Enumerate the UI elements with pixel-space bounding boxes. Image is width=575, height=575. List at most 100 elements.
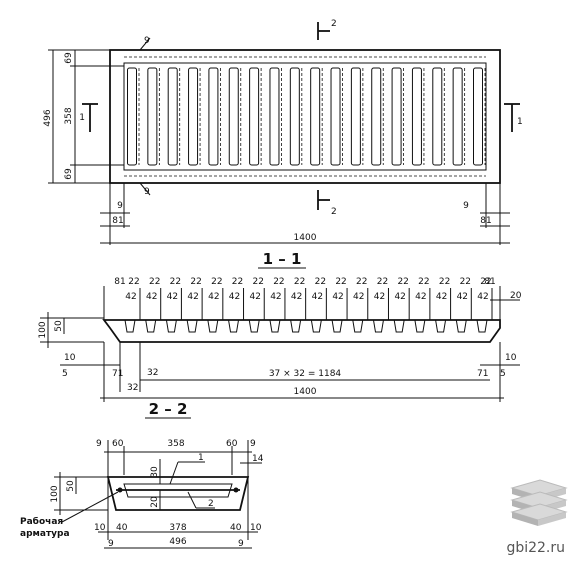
section-1-body (102, 319, 501, 343)
plan-bottom-notch-label: 9 (144, 187, 150, 197)
s1-bottom-left: 10 (64, 353, 76, 363)
s2-bottom-10-left: 10 (94, 523, 106, 533)
s2-callout-2: 2 (208, 499, 214, 509)
plan-slots (127, 67, 486, 166)
section-1-slot-label: 42 (457, 292, 468, 302)
section-1-tooth (331, 319, 343, 333)
section-1-rib-label: 22 (397, 277, 408, 287)
section-1-tooth (248, 319, 260, 333)
section-1-rib-label: 22 (149, 277, 160, 287)
section-1-tooth (476, 319, 488, 333)
plan-slot (330, 67, 341, 166)
plan-slot (289, 67, 300, 166)
s2-mid-30: 30 (150, 466, 160, 478)
plan-length-label: 1400 (294, 233, 317, 243)
plan-gap-right-label: 9 (463, 201, 469, 211)
s1-height-total: 100 (38, 321, 48, 338)
plan-inner-frame (123, 62, 487, 171)
section-1-tooth (434, 319, 447, 333)
section-1-tooth (227, 319, 240, 333)
s2-right-14: 14 (252, 454, 264, 464)
section-1-rib-label: 22 (128, 277, 139, 287)
section-1-slot-label: 42 (291, 292, 302, 302)
section-1-left-label: 1 (79, 113, 85, 123)
plan-top-notch-label: 9 (144, 36, 150, 46)
section-1-slot-label: 42 (250, 292, 261, 302)
section-1-tooth (310, 319, 322, 333)
plan-middle-label: 358 (64, 107, 74, 124)
s1-overall: 1400 (294, 387, 317, 397)
s1-right-top: 20 (510, 291, 522, 301)
section-1-rib-label: 22 (294, 277, 305, 287)
section-1-title: 1 – 1 (263, 250, 302, 268)
section-1-slot-label: 42 (125, 292, 136, 302)
section-1-slot-label: 42 (374, 292, 385, 302)
s1-formula: 37 × 32 = 1184 (269, 369, 342, 379)
plan-view: 496 69 358 69 1 1 2 2 9 9 9 9 81 8 (43, 19, 523, 245)
s1-foot-left-a: 5 (62, 369, 68, 379)
plan-slot (391, 67, 402, 166)
s1-foot-left-b: 71 (112, 369, 123, 379)
section-1-tooth (124, 319, 136, 333)
section-1-rib-label: 22 (315, 277, 326, 287)
s2-overall-496: 496 (169, 537, 186, 547)
section-1-slot-label: 42 (146, 292, 157, 302)
section-1-slot-label: 42 (270, 292, 281, 302)
section-1-rib-label: 22 (190, 277, 201, 287)
s2-note-line1: Рабочая (20, 516, 63, 527)
section-1-rib-label: 22 (377, 277, 388, 287)
section-1-tooth (290, 319, 302, 333)
plan-gap-left-label: 9 (117, 201, 123, 211)
plan-end-left-label: 81 (112, 216, 123, 226)
section-1-slot-label: 42 (477, 292, 488, 302)
plan-end-right-label: 81 (480, 216, 491, 226)
plan-slot (350, 67, 361, 166)
section-2-top-label: 2 (331, 19, 337, 29)
s1-foot-right-b: 5 (500, 369, 506, 379)
s1-foot-right-a: 71 (477, 369, 488, 379)
plan-width-label: 496 (43, 109, 53, 126)
section-1-1: 1 – 1 2242224222422242224222422242224222… (38, 250, 522, 402)
section-2-title: 2 – 2 (149, 400, 188, 418)
section-2-2: 2 – 2 9 60 358 60 9 14 30 20 1 2 (20, 400, 264, 549)
s2-note-line2: арматура (20, 529, 70, 539)
s1-end-right: 81 (484, 277, 495, 287)
section-1-tooth (455, 319, 467, 333)
s2-top-60-right: 60 (226, 439, 238, 449)
s1-height-slot: 50 (54, 320, 64, 332)
section-1-rib-label: 22 (273, 277, 284, 287)
plan-slot (249, 67, 260, 166)
s2-bottom-40-right: 40 (230, 523, 242, 533)
section-1-slot-label: 42 (187, 292, 198, 302)
plan-edge-bottom-label: 69 (64, 168, 74, 180)
section-1-slot-label: 42 (332, 292, 343, 302)
section-1-slot-label: 42 (208, 292, 219, 302)
section-1-slot-label: 42 (229, 292, 240, 302)
s2-top-9-left: 9 (96, 439, 102, 449)
section-1-rib-label: 22 (356, 277, 367, 287)
s2-h-100: 100 (50, 485, 60, 502)
plan-slot (411, 67, 422, 166)
section-1-tooth (186, 319, 198, 333)
section-1-slot-label: 42 (353, 292, 364, 302)
section-1-rib-label: 22 (480, 277, 491, 287)
plan-slot (208, 67, 219, 166)
s1-bottom-right: 10 (505, 353, 517, 363)
s2-bottom-378: 378 (169, 523, 186, 533)
plan-slot (371, 67, 382, 166)
section-1-tooth (145, 319, 157, 333)
s2-rebar-left-dot (117, 487, 123, 493)
plan-slot (167, 67, 178, 166)
plan-slot (473, 67, 483, 166)
section-1-rib-label: 22 (170, 277, 181, 287)
s2-bottom-9-right: 9 (238, 539, 244, 549)
s2-mid-20: 20 (150, 496, 160, 508)
section-2-bottom-label: 2 (331, 207, 337, 217)
plan-slot (127, 67, 137, 166)
section-1-rib-label: 22 (460, 277, 471, 287)
section-1-slot-label: 42 (436, 292, 447, 302)
section-1-slot-label: 42 (394, 292, 405, 302)
section-1-slot-label: 42 (415, 292, 426, 302)
section-1-top-labels: 22 42 22 42 22 42 22 42 22 42 22 42 22 42 22 42 22 42 22 42… (125, 277, 491, 302)
